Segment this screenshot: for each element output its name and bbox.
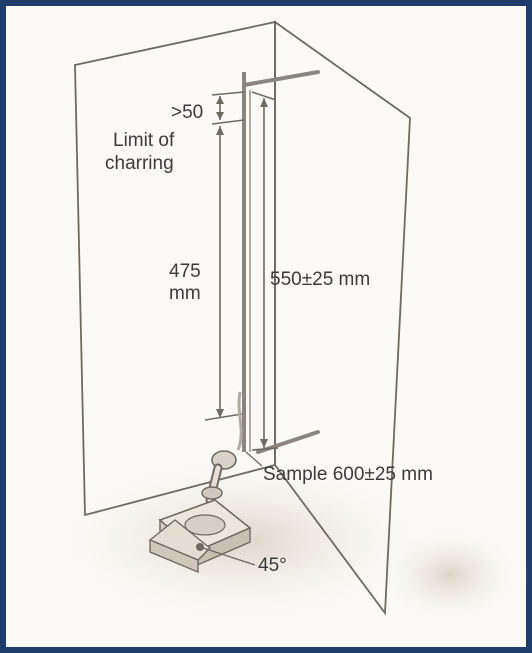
dim550-label: 550±25 mm: [270, 269, 371, 290]
dim550-arrow-bottom: [260, 439, 268, 448]
floor-shadow-right: [370, 520, 530, 630]
angle-pivot: [196, 543, 204, 551]
dim475-arrow-top: [216, 126, 224, 135]
limit-of-charring-line2: charring: [105, 153, 174, 174]
top-rod: [242, 70, 320, 87]
dim475-unit: mm: [169, 283, 201, 304]
gt50-arrow-bottom: [216, 112, 224, 120]
angle-leader: [202, 547, 256, 566]
angle-wedge-side: [149, 538, 199, 574]
dim475-value: 475: [169, 261, 201, 282]
flame-icon: [236, 391, 243, 451]
sample-leader: [245, 451, 263, 467]
gt50-arrow-top: [216, 96, 224, 104]
dim475-arrow-bottom: [216, 409, 224, 418]
dim550-top-tick: [251, 91, 277, 101]
dim550-arrow-top: [260, 98, 268, 107]
burner-collar: [201, 486, 223, 500]
side-panel: [274, 20, 411, 616]
angle-label: 45°: [258, 555, 287, 576]
sample-label: Sample 600±25 mm: [263, 464, 433, 485]
limit-of-charring-line1: Limit of: [113, 130, 175, 151]
burner-base-disc: [184, 514, 226, 536]
limit-top-tick: [211, 91, 245, 96]
gt50-label: >50: [171, 102, 204, 123]
dim475-bottom-tick: [204, 413, 243, 421]
dim550-bottom-tick: [251, 447, 279, 451]
limit-charring-tick: [211, 119, 245, 125]
bunsen-burner: [148, 450, 252, 574]
